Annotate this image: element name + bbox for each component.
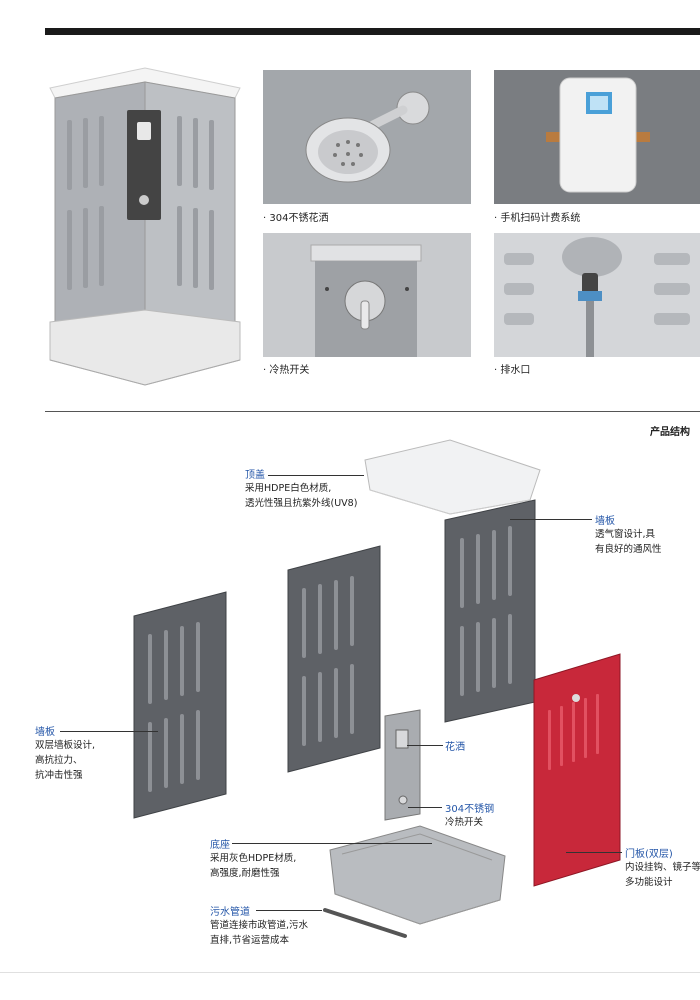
callout-door-line-1: 内设挂钩、镜子等 — [625, 862, 700, 873]
shower-column-shape — [384, 709, 421, 821]
leader-sewage — [256, 910, 322, 911]
bottom-rule — [0, 972, 700, 973]
callout-door-title: 门板(双层) — [625, 849, 673, 860]
callout-wall-right-line-1: 透气窗设计,具 — [595, 529, 656, 540]
payment-system-caption: · 手机扫码计费系统 — [494, 213, 581, 224]
right-wall-shape — [444, 499, 536, 723]
callout-wall-right-title: 墙板 — [595, 516, 615, 527]
left-wall-shape — [133, 591, 227, 819]
callout-base-line-2: 高强度,耐磨性强 — [210, 868, 280, 879]
leader-base — [232, 843, 432, 844]
leader-wall-left — [60, 731, 158, 732]
callout-sewage-line-1: 管道连接市政管道,污水 — [210, 920, 309, 931]
leader-shower — [407, 745, 443, 746]
callout-wall-left: 墙板 双层墙板设计, 高抗拉力、 抗冲击性强 — [35, 723, 95, 783]
leader-wall-right — [510, 519, 592, 520]
valve-caption: · 冷热开关 — [263, 365, 310, 376]
callout-wall-left-line-2: 高抗拉力、 — [35, 755, 83, 766]
top-rule — [45, 28, 700, 35]
exploded-diagram — [120, 430, 640, 950]
leader-top-cover — [268, 475, 364, 476]
callout-top-cover: 顶盖 采用HDPE白色材质, 透光性强且抗紫外线(UV8) — [245, 466, 357, 511]
callout-base-title: 底座 — [210, 840, 230, 851]
drain-caption: · 排水口 — [494, 365, 531, 376]
callout-top-cover-line-1: 采用HDPE白色材质, — [245, 483, 332, 494]
leader-valve — [408, 807, 442, 808]
callout-wall-right: 墙板 透气窗设计,具 有良好的通风性 — [595, 512, 662, 557]
leader-door — [566, 852, 622, 853]
callout-base: 底座 采用灰色HDPE材质, 高强度,耐磨性强 — [210, 836, 296, 881]
callout-valve-line-1: 冷热开关 — [445, 817, 484, 828]
callout-sewage-title: 污水管道 — [210, 907, 250, 918]
drain-photo — [494, 233, 700, 357]
callout-top-cover-title: 顶盖 — [245, 470, 265, 481]
sewage-pipe-shape — [323, 908, 407, 938]
payment-system-photo — [494, 70, 700, 204]
assembled-cabin-image — [45, 60, 245, 400]
callout-shower-title: 花洒 — [445, 742, 465, 753]
callout-wall-left-title: 墙板 — [35, 727, 55, 738]
callout-sewage-line-2: 直排,节省运营成本 — [210, 935, 290, 946]
shower-head-photo — [263, 70, 471, 204]
structure-title: 产品结构 — [650, 427, 690, 438]
callout-door: 门板(双层) 内设挂钩、镜子等 多功能设计 — [625, 845, 700, 890]
shower-head-caption: · 304不锈花洒 — [263, 213, 329, 224]
callout-wall-left-line-1: 双层墙板设计, — [35, 740, 96, 751]
callout-wall-right-line-2: 有良好的通风性 — [595, 544, 662, 555]
callout-base-line-1: 采用灰色HDPE材质, — [210, 853, 297, 864]
base-shape — [329, 825, 506, 925]
section-divider — [45, 411, 700, 412]
callout-wall-left-line-3: 抗冲击性强 — [35, 770, 83, 781]
callout-top-cover-line-2: 透光性强且抗紫外线(UV8) — [245, 498, 358, 509]
callout-valve: 304不锈钢 冷热开关 — [445, 800, 494, 830]
valve-photo — [263, 233, 471, 357]
callout-sewage: 污水管道 管道连接市政管道,污水 直排,节省运营成本 — [210, 903, 308, 948]
middle-wall-shape — [287, 545, 381, 773]
callout-door-line-2: 多功能设计 — [625, 877, 673, 888]
callout-valve-title: 304不锈钢 — [445, 804, 495, 815]
